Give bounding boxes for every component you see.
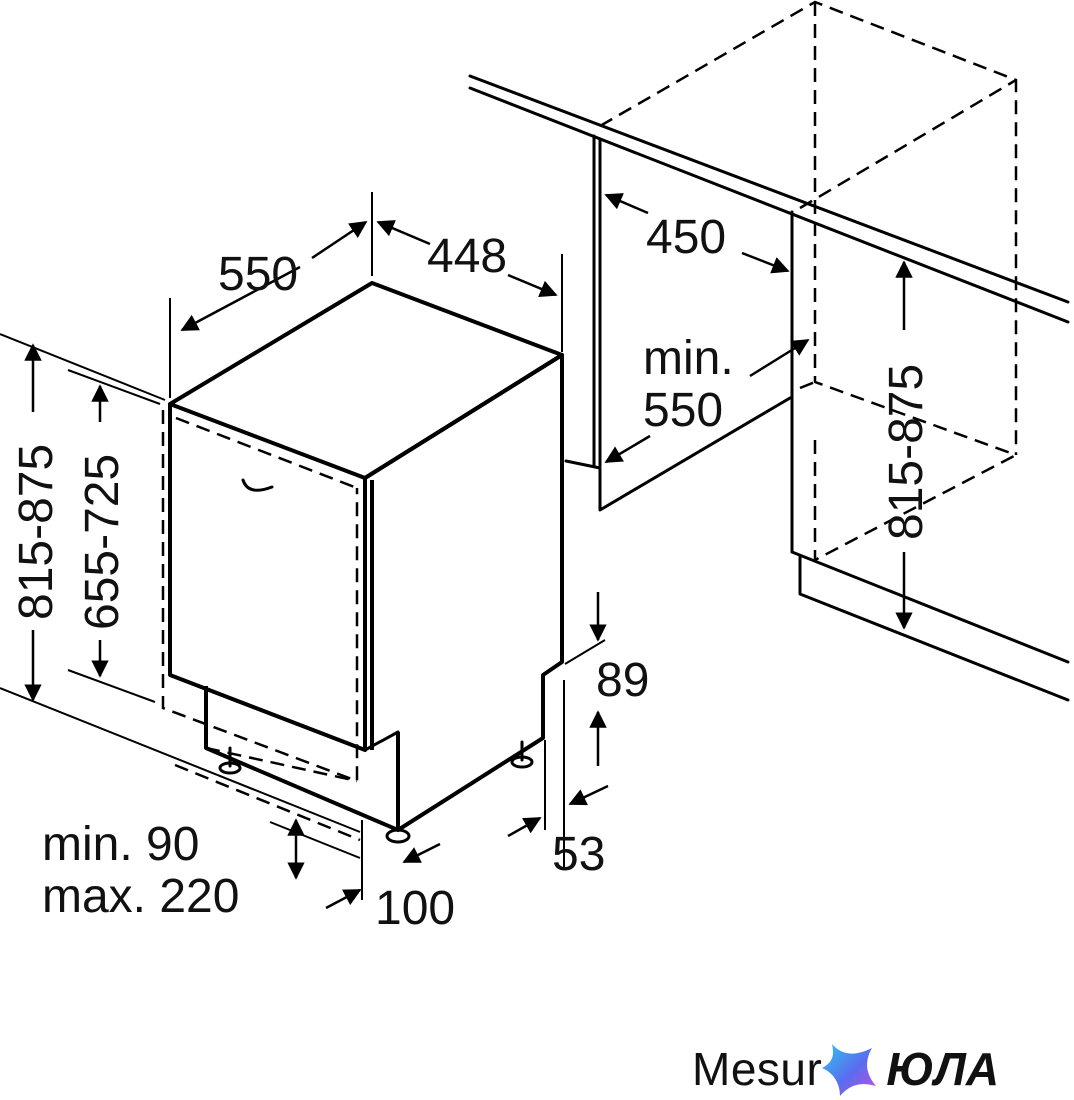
label-niche-depth-line2: 550 xyxy=(643,384,723,437)
dimension-lines xyxy=(24,193,913,910)
label-depth-550: 550 xyxy=(218,248,298,301)
label-niche-depth-line1: min. xyxy=(643,332,734,385)
dishwasher-body xyxy=(161,281,564,844)
cabinet-niche xyxy=(468,0,1070,702)
brand-name-right: ЮЛА xyxy=(886,1043,1000,1095)
label-niche-height: 815-875 xyxy=(880,364,933,540)
label-foot-100: 100 xyxy=(375,882,455,935)
label-plinth-min: min. 90 xyxy=(42,818,199,871)
label-appliance-height: 815-875 xyxy=(10,444,63,620)
label-plinth-max: max. 220 xyxy=(42,870,239,923)
label-width-448: 448 xyxy=(427,230,507,283)
brand-name-left: Mesur xyxy=(692,1043,823,1095)
label-door-height: 655-725 xyxy=(76,454,129,630)
label-niche-width: 450 xyxy=(646,211,726,264)
label-base-53: 53 xyxy=(552,828,605,881)
label-base-89: 89 xyxy=(596,654,649,707)
brand-watermark: Mesur ЮЛА xyxy=(692,1040,999,1098)
brand-star-icon xyxy=(822,1044,877,1096)
